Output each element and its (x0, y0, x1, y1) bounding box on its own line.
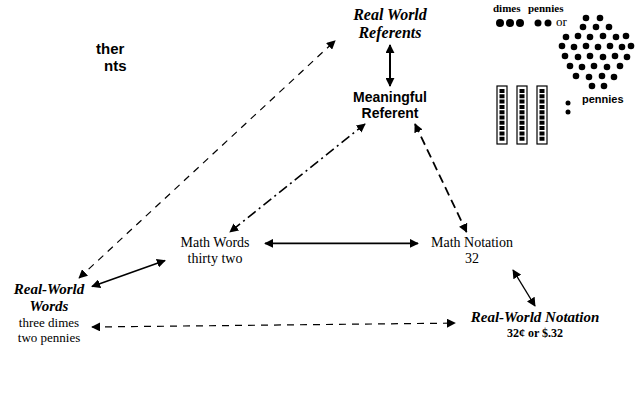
node-heading: Meaningful Referent (344, 89, 436, 121)
dashed-arrow (92, 323, 455, 327)
penny-dots (535, 20, 552, 27)
cropped-heading: ther (96, 40, 124, 57)
node-body: three dimes two pennies (10, 315, 88, 345)
dashed-arrow (79, 41, 335, 278)
node-body: thirty two (169, 251, 261, 267)
node-heading: Real-World Notation (459, 309, 611, 326)
node-body: 32¢ or $.32 (459, 326, 611, 341)
double-arrow (513, 270, 535, 306)
dime-dots (496, 19, 524, 27)
dashed-arrow (230, 124, 365, 232)
cropped-heading: nts (104, 57, 127, 74)
node-body: 32 (422, 251, 522, 267)
coin-label: dimes (493, 2, 521, 14)
coin-label: pennies (582, 93, 624, 105)
base-ten-rods (497, 86, 547, 144)
coin-label: pennies (528, 2, 563, 14)
words-box: Real-World Wordsthree dimes two pennies (6, 278, 92, 348)
penny-cluster (559, 15, 635, 90)
double-arrow (389, 45, 391, 86)
node-heading: Math Notation (422, 235, 522, 251)
referent-box: Meaningful Referent (340, 86, 440, 124)
referent-heading: Real World Referents (335, 3, 445, 45)
connector-word: or (556, 14, 567, 30)
words-box: Math Wordsthirty two (165, 232, 265, 270)
unit-cubes (566, 101, 571, 115)
notation-box: Real-World Notation32¢ or $.32 (455, 306, 615, 344)
dashed-arrow (415, 124, 467, 232)
node-heading: Math Words (169, 235, 261, 251)
notation-box: Math Notation32 (418, 232, 526, 270)
node-heading: Real-World Words (10, 281, 88, 315)
double-arrow (92, 261, 165, 287)
double-arrow (265, 242, 418, 244)
node-heading: Real World Referents (339, 6, 441, 42)
